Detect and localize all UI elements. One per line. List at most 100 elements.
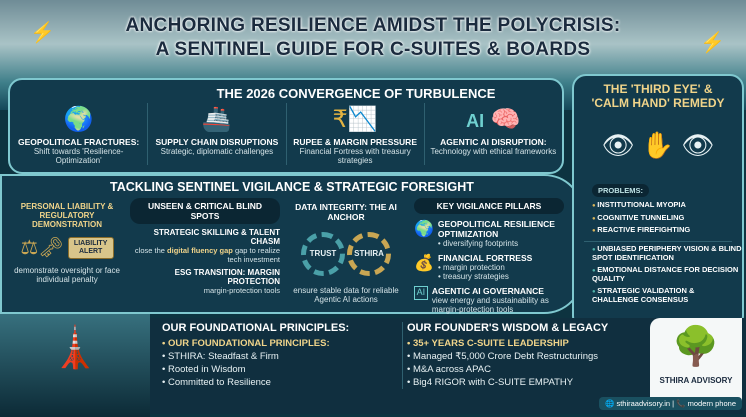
pillar-line: • margin protection [438, 263, 505, 272]
principle-item: • OUR FOUNDATIONAL PRINCIPLES: [162, 338, 330, 349]
pillar-line: • treasury strategies [438, 272, 509, 281]
principle-item: • Rooted in Wisdom [162, 364, 246, 375]
trust-gear-icon: TRUST [301, 232, 345, 276]
founder-item: • M&A across APAC [407, 364, 491, 375]
fluency-text: close the digital fluency gap gap to rea… [130, 246, 280, 264]
eyes-hand-icon: 👁 ✋ 👁 [601, 130, 715, 160]
page-title: ANCHORING RESILIENCE AMIDST THE POLYCRIS… [0, 14, 746, 62]
scales-key-icon: ⚖🗝 [20, 237, 64, 259]
remedy-panel: THE 'THIRD EYE' &'CALM HAND' REMEDY 👁 ✋ … [572, 74, 744, 330]
blind-spots-block: UNSEEN & CRITICAL BLIND SPOTS STRATEGIC … [130, 198, 280, 295]
data-text: ensure stable data for reliable Agentic … [293, 286, 399, 304]
principle-item: • STHIRA: Steadfast & Firm [162, 351, 279, 362]
section-title: THE 2026 CONVERGENCE OF TURBULENCE [216, 86, 496, 101]
solution-item: STRATEGIC VALIDATION & CHALLENGE CONSENS… [592, 286, 742, 305]
text: 35+ YEARS C-SUITE LEADERSHIP [412, 338, 569, 349]
card-text: Shift towards 'Resilience-Optimization' [33, 147, 124, 165]
talent-chasm-heading: STRATEGIC SKILLING & TALENT CHASM [153, 228, 280, 246]
pillar-item: 🌍GEOPOLITICAL RESILIENCE OPTIMIZATION• d… [414, 219, 564, 248]
remedy-title-2: 'CALM HAND' REMEDY [591, 96, 725, 110]
founder-item: • 35+ YEARS C-SUITE LEADERSHIP [407, 338, 569, 349]
pillars-title: KEY VIGILANCE PILLARS [414, 198, 564, 214]
pillar-line: • diversifying footprints [437, 239, 519, 248]
lightning-icon: ⚡ [700, 32, 725, 54]
card-text: Technology with ethical frameworks [430, 147, 557, 156]
founder-block: OUR FOUNDER'S WISDOM & LEGACY • 35+ YEAR… [402, 322, 608, 389]
money-bag-icon: 💰 [414, 255, 434, 272]
principle-item: • Committed to Resilience [162, 377, 271, 388]
problem-item: REACTIVE FIREFIGHTING [592, 225, 742, 236]
title-line-1: ANCHORING RESILIENCE AMIDST THE POLYCRIS… [125, 15, 621, 36]
phone-link[interactable]: modern phone [687, 399, 736, 408]
ai-brain-icon: AI 🧠 [466, 106, 521, 133]
pillars-block: KEY VIGILANCE PILLARS 🌍GEOPOLITICAL RESI… [414, 198, 564, 314]
text: Rooted in Wisdom [167, 364, 246, 375]
sthira-gear-icon: STHIRA [347, 232, 391, 276]
problem-item: INSTITUTIONAL MYOPIA [592, 200, 742, 211]
cargo-ship-icon: 🚢 [201, 106, 232, 133]
rupee-chart-icon: ₹📉 [332, 106, 378, 133]
pillar-line: view energy and sustainability as margin… [431, 296, 549, 314]
divider [584, 240, 732, 242]
founder-item: • Big4 RIGOR with C-SUITE EMPATHY [407, 377, 574, 388]
highlight: digital fluency gap [167, 246, 233, 255]
text: M&A across APAC [412, 364, 491, 375]
pillar-heading: FINANCIAL FORTRESS [438, 253, 533, 263]
founder-item: • Managed ₹5,000 Crore Debt Restructurin… [407, 351, 599, 362]
problem-item: COGNITIVE TUNNELING [592, 213, 742, 224]
text: Big4 RIGOR with C-SUITE EMPATHY [412, 377, 574, 388]
principles-title: OUR FOUNDATIONAL PRINCIPLES: [162, 322, 350, 334]
esg-heading: ESG TRANSITION: MARGIN PROTECTION [174, 268, 280, 286]
solution-item: UNBIASED PERIPHERY VISION & BLIND SPOT I… [592, 244, 742, 263]
founder-title: OUR FOUNDER'S WISDOM & LEGACY [407, 322, 609, 334]
card-heading: SUPPLY CHAIN DISRUPTIONS [155, 137, 279, 147]
esg-text: margin-protection tools [203, 286, 280, 295]
blind-spots-title: UNSEEN & CRITICAL BLIND SPOTS [130, 198, 280, 224]
liability-alert-sign: LIABILITY ALERT [67, 236, 114, 259]
website-link[interactable]: sthiraadvisory.in [616, 399, 671, 408]
contact-bar: 🌐 sthiraadvisory.in | 📞 modern phone [599, 397, 742, 410]
text: Managed ₹5,000 Crore Debt Restructurings [412, 351, 599, 362]
geopolitical-card: 🌍 GEOPOLITICAL FRACTURES:Shift towards 'R… [10, 103, 149, 165]
card-heading: RUPEE & MARGIN PRESSURE [293, 137, 417, 147]
solutions-list: UNBIASED PERIPHERY VISION & BLIND SPOT I… [592, 244, 742, 305]
solution-item: EMOTIONAL DISTANCE FOR DECISION QUALITY [592, 265, 742, 284]
title-line-2: A SENTINEL GUIDE FOR C-SUITES & BOARDS [155, 39, 591, 60]
card-heading: GEOPOLITICAL FRACTURES: [18, 137, 140, 147]
liability-icon-row: ⚖🗝 LIABILITY ALERT [8, 235, 126, 260]
ai-chip-icon: AI [414, 286, 428, 300]
card-text: Strategic, diplomatic challenges [160, 147, 274, 156]
liability-text: demonstrate oversight or face individual… [14, 266, 120, 284]
convergence-panel: THE 2026 CONVERGENCE OF TURBULENCE 🌍 GEOP… [8, 78, 564, 174]
ai-card: AI 🧠 AGENTIC AI DISRUPTION:Technology wit… [425, 103, 562, 165]
brand-name: STHIRA ADVISORY [659, 376, 733, 385]
card-heading: AGENTIC AI DISRUPTION: [440, 137, 547, 147]
lightning-icon: ⚡ [30, 22, 55, 44]
card-text: Financial Fortress with treasury strateg… [299, 147, 411, 165]
globe-lightning-icon: 🌍 [63, 106, 94, 133]
text: gap to realize tech investment [227, 246, 280, 264]
pillar-heading: AGENTIC AI GOVERNANCE [431, 286, 544, 296]
bottom-panel: OUR FOUNDATIONAL PRINCIPLES: • OUR FOUND… [150, 318, 746, 414]
liability-heading: PERSONAL LIABILITY & REGULATORY DEMONSTR… [20, 202, 114, 229]
lighthouse-illustration: 🗼 [0, 300, 150, 417]
text: STHIRA: Steadfast & Firm [167, 351, 279, 362]
ai-label: AI [466, 111, 485, 131]
text: close the [134, 246, 168, 255]
sthira-logo: 🌳 STHIRA ADVISORY [650, 318, 742, 402]
data-heading: DATA INTEGRITY: THE AI ANCHOR [295, 202, 397, 222]
globe-icon: 🌍 [414, 221, 434, 238]
remedy-title-1: THE 'THIRD EYE' & [603, 82, 713, 96]
text: Committed to Resilience [167, 377, 271, 388]
liability-block: PERSONAL LIABILITY & REGULATORY DEMONSTR… [8, 202, 126, 284]
tree-icon: 🌳 [672, 326, 720, 368]
principles-block: OUR FOUNDATIONAL PRINCIPLES: • OUR FOUND… [162, 322, 349, 389]
problems-list: INSTITUTIONAL MYOPIA COGNITIVE TUNNELING… [592, 200, 742, 236]
text: OUR FOUNDATIONAL PRINCIPLES: [167, 338, 330, 349]
tackling-panel: TACKLING SENTINEL VIGILANCE & STRATEGIC … [0, 174, 584, 314]
pillar-item: 💰 FINANCIAL FORTRESS• margin protection• … [414, 253, 564, 281]
